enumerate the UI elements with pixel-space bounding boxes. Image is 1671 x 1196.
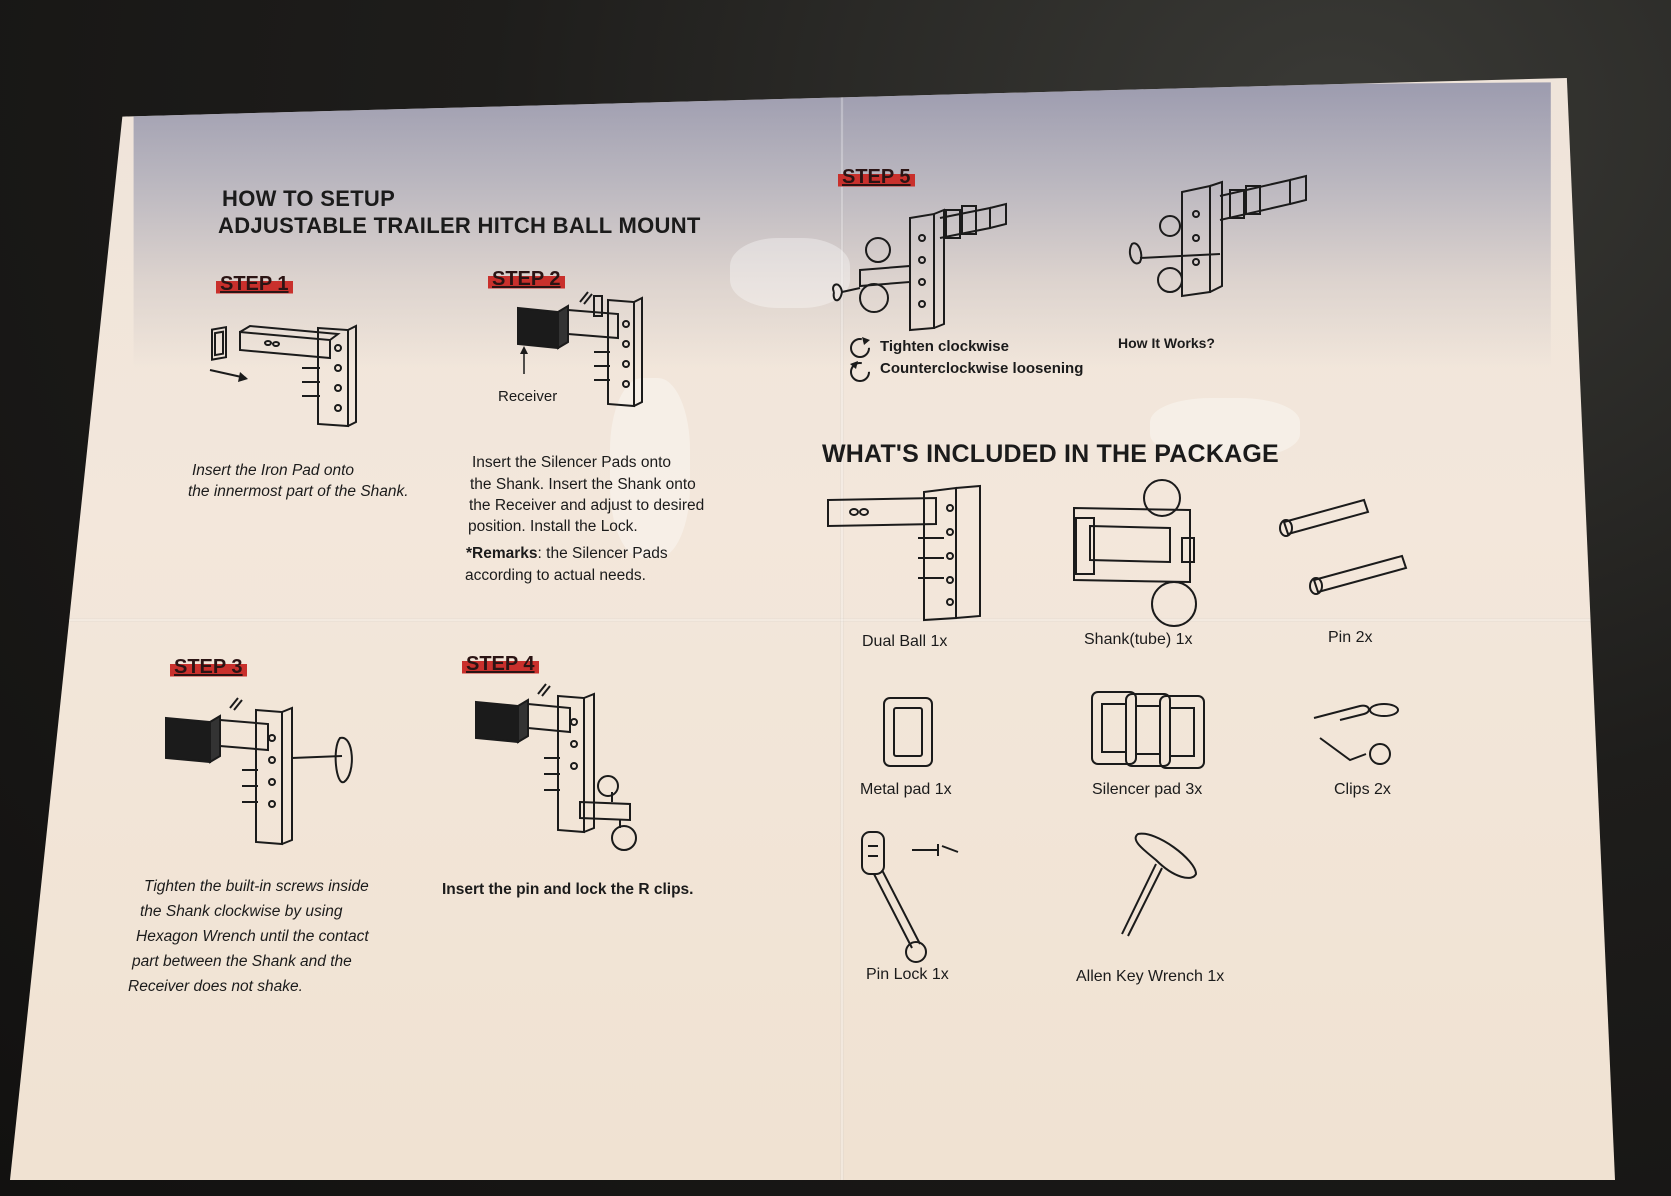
remarks-label: *Remarks [466, 545, 538, 562]
step-3-label: STEP 3 [170, 656, 247, 679]
step-2-text-line-4: position. Install the Lock. [468, 518, 638, 535]
package-item-metal-pad: Metal pad 1x [860, 781, 952, 798]
fold-vertical [840, 78, 844, 1180]
package-item-dual-ball: Dual Ball 1x [862, 633, 948, 650]
step-1-label: STEP 1 [216, 273, 293, 296]
package-item-shank: Shank(tube) 1x [1084, 631, 1193, 648]
step-5-illustration [830, 188, 1030, 338]
step-1-illustration [210, 318, 380, 438]
step-4-illustration [470, 692, 660, 862]
step-2-remarks-line-1: *Remarks: the Silencer Pads [466, 543, 668, 565]
silencer-pad-icon [1088, 688, 1212, 774]
step-2-label: STEP 2 [488, 268, 565, 291]
step-3-text-line-5: Receiver does not shake. [128, 978, 303, 995]
dual-ball-icon [826, 482, 986, 622]
paper-tear [610, 378, 690, 558]
package-item-clips: Clips 2x [1334, 781, 1391, 798]
step-4-text: Insert the pin and lock the R clips. [442, 881, 694, 898]
package-item-pin-lock: Pin Lock 1x [866, 966, 949, 983]
step-2-remarks-line-2: according to actual needs. [465, 567, 646, 584]
paper-tear [1150, 398, 1300, 458]
step-3-text-line-1: Tighten the built-in screws inside [144, 878, 369, 895]
title-line-1: HOW TO SETUP [222, 186, 396, 211]
step-2-text-line-2: the Shank. Insert the Shank onto [470, 476, 696, 493]
step-5-tighten: Tighten clockwise [880, 338, 1009, 355]
step-5-loosen: Counterclockwise loosening [880, 360, 1084, 377]
clockwise-icon [850, 337, 870, 386]
remarks-text: : the Silencer Pads [537, 545, 668, 562]
fold-horizontal [10, 618, 1615, 622]
package-item-pin: Pin 2x [1328, 629, 1373, 646]
step-3-illustration [160, 688, 370, 858]
step-1-text-line-1: Insert the Iron Pad onto [192, 462, 354, 479]
step-3-text-line-3: Hexagon Wrench until the contact [136, 928, 369, 945]
allen-key-wrench-icon [1116, 830, 1206, 940]
pin-icon [1274, 496, 1414, 596]
step-5-label: STEP 5 [838, 166, 915, 189]
step-3-text-line-4: part between the Shank and the [132, 953, 352, 970]
paper-tear [730, 238, 850, 308]
package-item-silencer-pad: Silencer pad 3x [1092, 781, 1203, 798]
step-4-label: STEP 4 [462, 653, 539, 676]
header-gradient [133, 82, 1551, 368]
step-2-illustration [508, 288, 668, 418]
step-3-text-line-2: the Shank clockwise by using [140, 903, 343, 920]
shank-tube-icon [1070, 478, 1210, 628]
pin-lock-icon [858, 826, 968, 966]
how-it-works-illustration [1130, 166, 1330, 306]
title-line-2: ADJUSTABLE TRAILER HITCH BALL MOUNT [218, 213, 701, 238]
package-heading: WHAT'S INCLUDED IN THE PACKAGE [822, 440, 1279, 468]
package-item-allen-key: Allen Key Wrench 1x [1076, 968, 1225, 985]
step-2-text-line-1: Insert the Silencer Pads onto [472, 454, 672, 471]
clips-icon [1310, 696, 1410, 776]
how-it-works-label: How It Works? [1118, 335, 1215, 351]
metal-pad-icon [880, 694, 940, 774]
step-2-text-line-3: the Receiver and adjust to desired [469, 497, 705, 514]
instruction-sheet: HOW TO SETUP ADJUSTABLE TRAILER HITCH BA… [10, 78, 1615, 1180]
receiver-label: Receiver [498, 388, 558, 405]
step-1-text-line-2: the innermost part of the Shank. [188, 483, 409, 500]
